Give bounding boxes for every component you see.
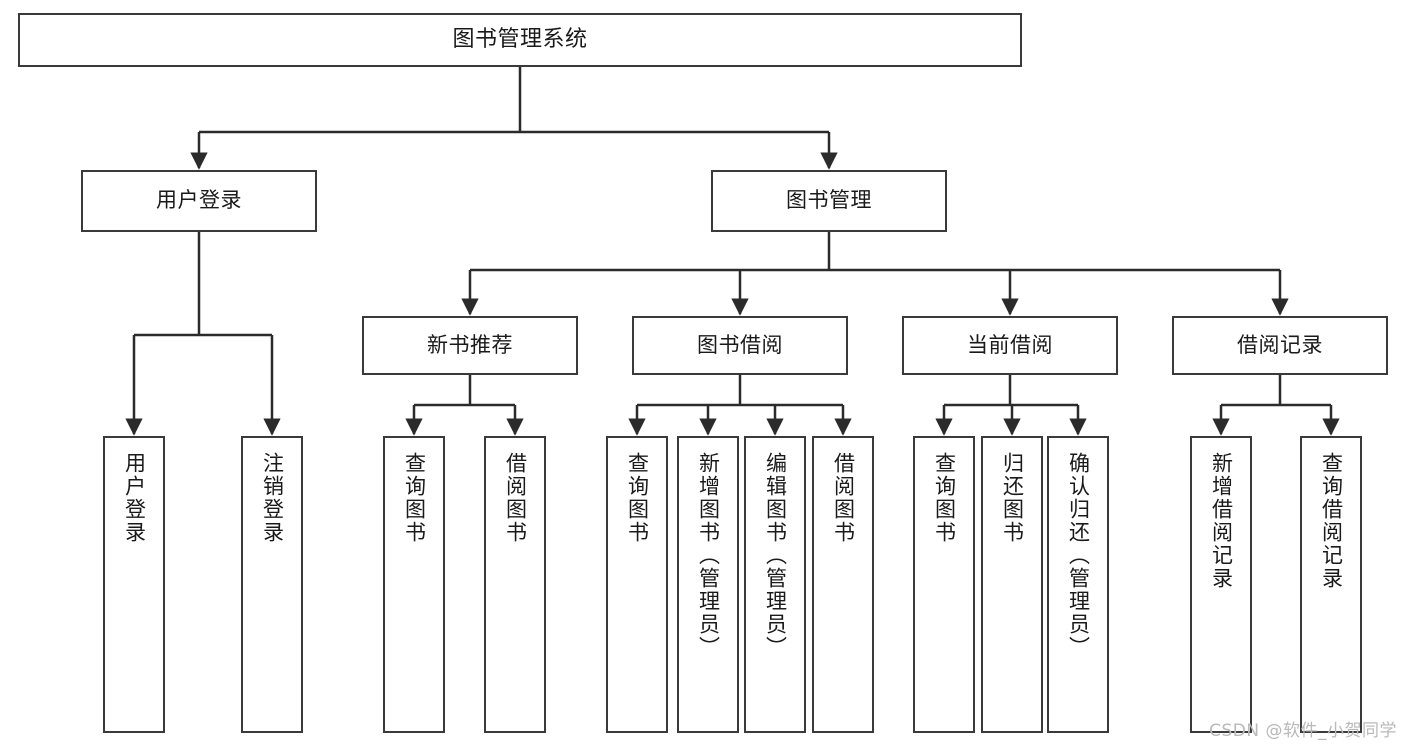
node-label: 用户登录 [156,188,242,213]
node-root[interactable]: 图书管理系统 [18,13,1022,67]
edge-paths [125,67,1340,436]
node-n9[interactable]: 查询图书 [913,436,975,733]
node-label: 新书推荐 [427,332,513,357]
node-label: 新增图书（管理员） [696,452,721,659]
node-l3a[interactable]: 新书推荐 [362,316,578,375]
node-n11[interactable]: 确认归还（管理员） [1047,436,1109,733]
node-l3c[interactable]: 当前借阅 [902,316,1118,375]
node-l3b[interactable]: 图书借阅 [632,316,848,375]
node-label: 查询借阅记录 [1319,452,1344,590]
node-label: 借阅记录 [1237,332,1323,357]
node-label: 图书管理 [786,188,872,213]
node-label: 图书管理系统 [452,26,588,52]
node-label: 注销登录 [260,452,285,544]
node-n7[interactable]: 编辑图书（管理员） [744,436,806,733]
node-label: 新增借阅记录 [1209,452,1234,590]
node-label: 借阅图书 [503,452,528,544]
node-label: 归还图书 [1000,452,1025,544]
node-label: 查询图书 [932,452,957,544]
node-label: 图书借阅 [697,332,783,357]
node-n8[interactable]: 借阅图书 [812,436,874,733]
node-n13[interactable]: 查询借阅记录 [1300,436,1362,733]
node-label: 查询图书 [402,452,427,544]
node-n5[interactable]: 查询图书 [606,436,668,733]
node-n2[interactable]: 注销登录 [241,436,303,733]
node-n4[interactable]: 借阅图书 [484,436,546,733]
node-label: 确认归还（管理员） [1066,452,1091,659]
node-n1[interactable]: 用户登录 [103,436,165,733]
node-label: 借阅图书 [831,452,856,544]
node-l2a[interactable]: 用户登录 [81,170,317,232]
node-n6[interactable]: 新增图书（管理员） [677,436,739,733]
node-label: 查询图书 [625,452,650,544]
node-l3d[interactable]: 借阅记录 [1172,316,1388,375]
node-n10[interactable]: 归还图书 [981,436,1043,733]
node-label: 用户登录 [122,452,147,544]
node-n12[interactable]: 新增借阅记录 [1190,436,1252,733]
node-n3[interactable]: 查询图书 [383,436,445,733]
node-label: 当前借阅 [967,332,1053,357]
node-label: 编辑图书（管理员） [763,452,788,659]
node-l2b[interactable]: 图书管理 [711,170,947,232]
